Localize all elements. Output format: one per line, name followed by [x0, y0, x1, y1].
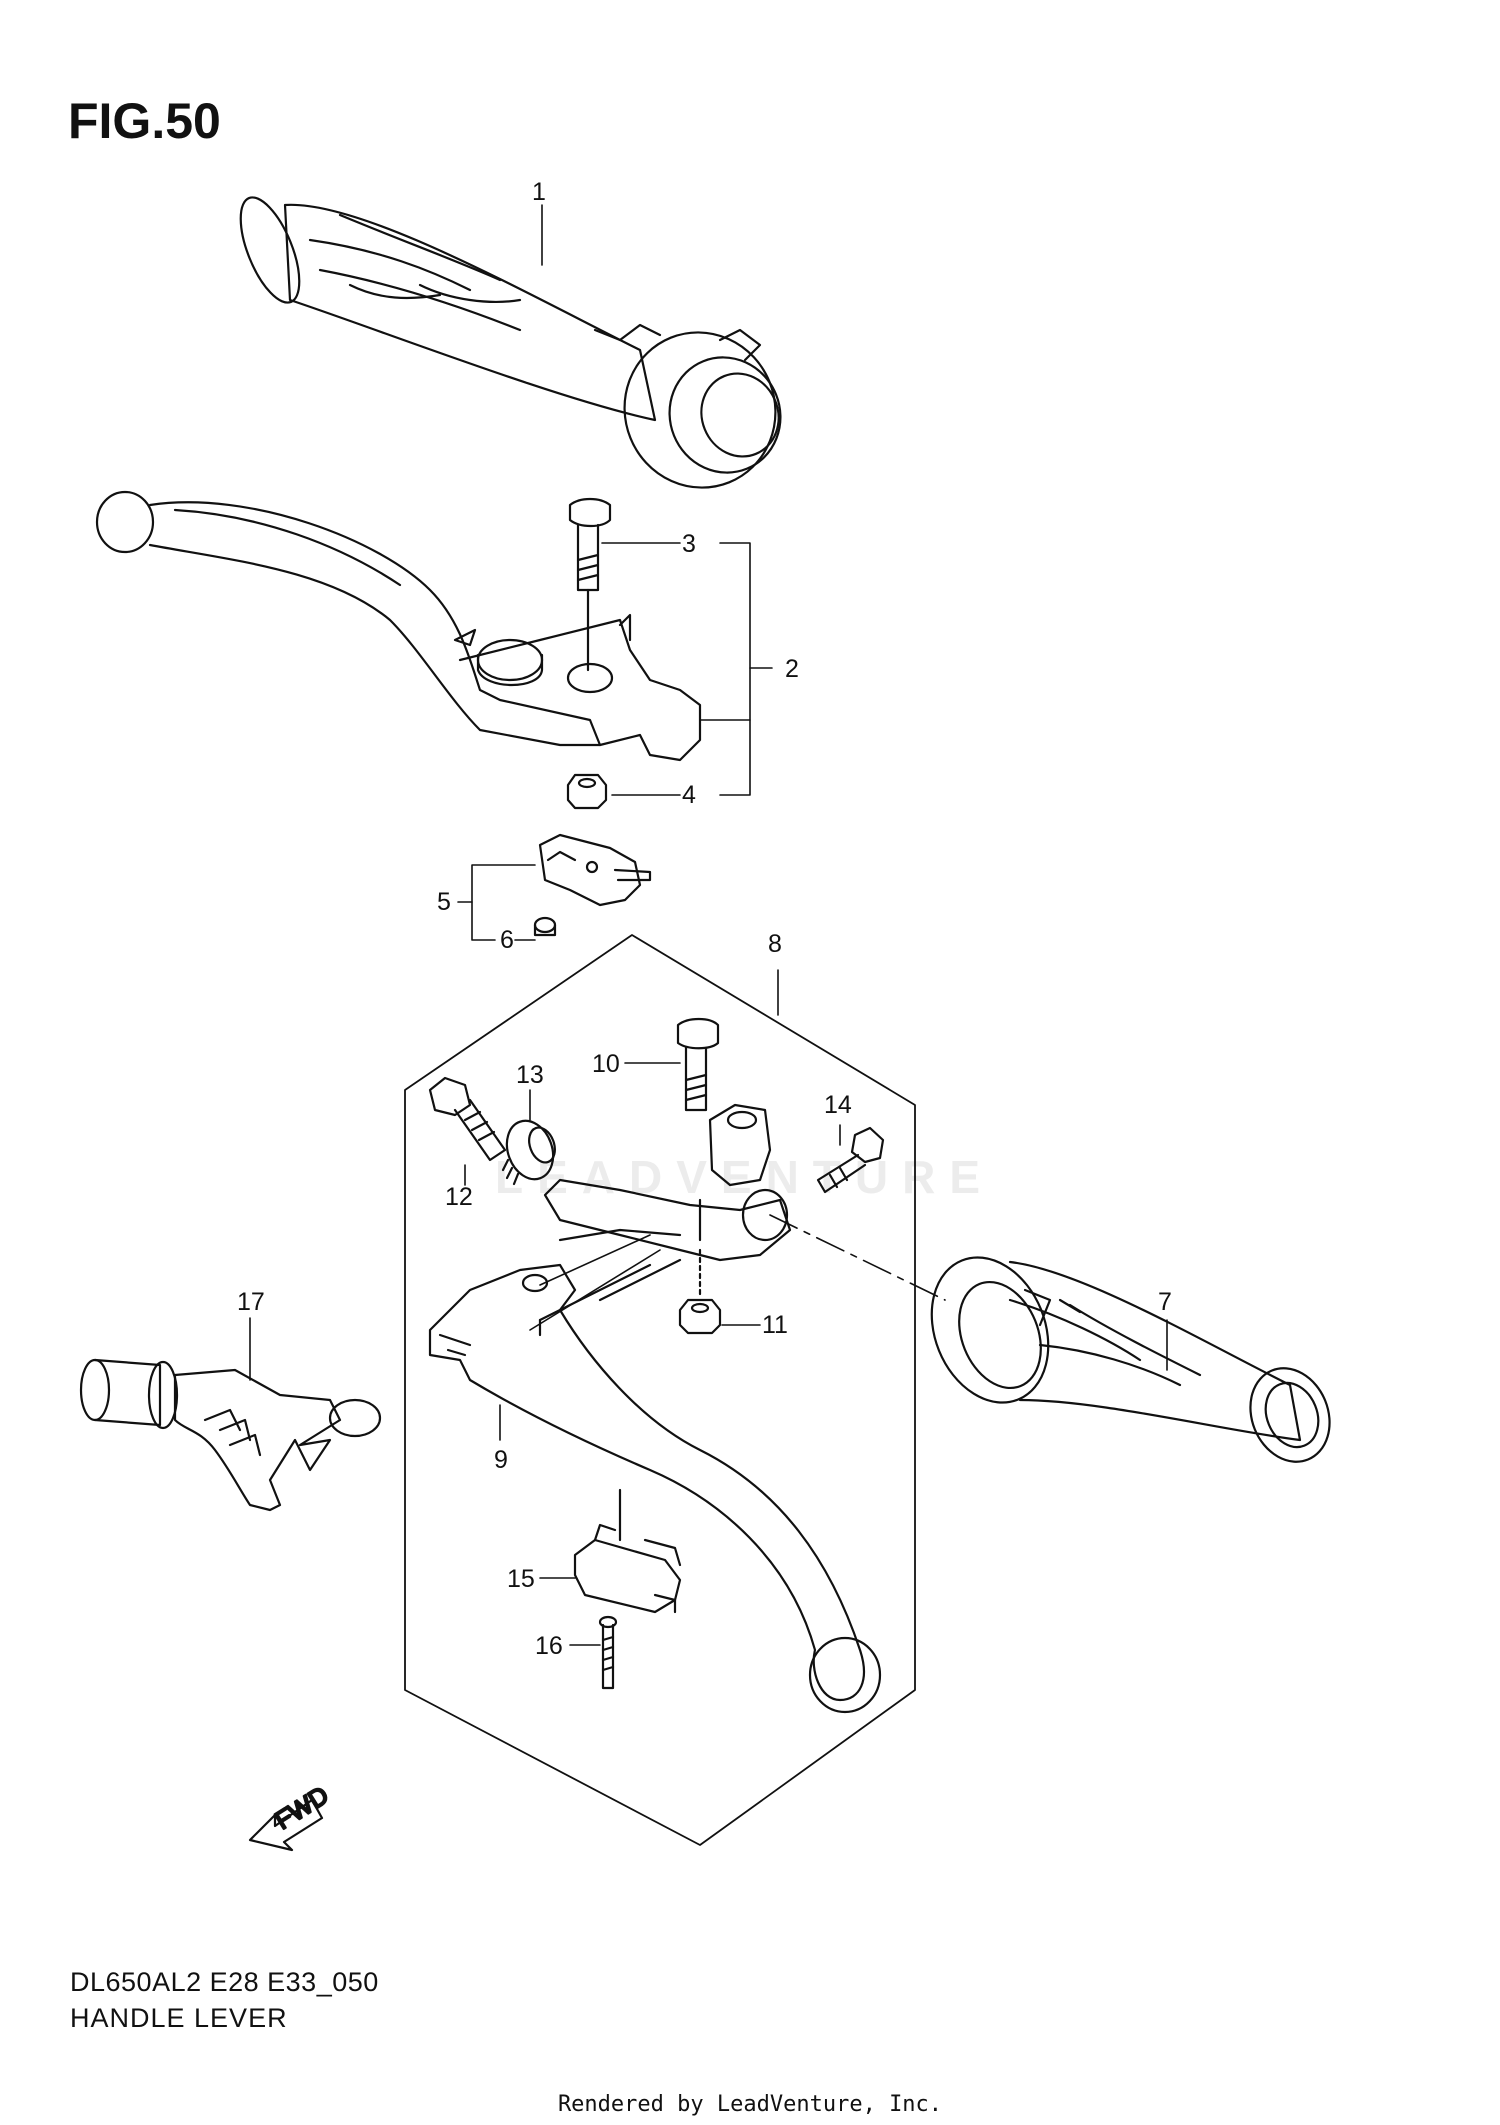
part-8-clutch-assembly-outline	[404, 934, 916, 1846]
part-5-brake-switch[interactable]	[538, 833, 652, 907]
callout-9: 9	[494, 1446, 508, 1474]
callout-1: 1	[532, 178, 546, 206]
part-14-bolt[interactable]	[816, 1126, 885, 1194]
fwd-arrow-icon	[248, 1798, 324, 1852]
watermark: LEADVENTURE	[495, 1151, 995, 1203]
part-6-screw[interactable]	[533, 916, 557, 937]
callout-2: 2	[785, 655, 799, 683]
callout-10: 10	[592, 1050, 620, 1078]
part-11-nut[interactable]	[678, 1248, 722, 1335]
callout-5: 5	[437, 888, 451, 916]
part-10-pivot-bolt[interactable]	[676, 1017, 720, 1112]
callout-12: 12	[445, 1183, 473, 1211]
callout-11: 11	[762, 1311, 788, 1339]
callout-17: 17	[237, 1288, 265, 1316]
part-13-adjuster-dial[interactable]	[499, 1114, 561, 1186]
part-7-left-grip[interactable]	[911, 1240, 1343, 1474]
leader-lines	[249, 204, 1168, 1646]
part-9-clutch-lever[interactable]	[428, 1258, 882, 1714]
callout-13: 13	[516, 1061, 544, 1089]
callout-3: 3	[682, 530, 696, 558]
part-16-screw[interactable]	[598, 1615, 618, 1690]
callout-4: 4	[682, 781, 696, 809]
callout-16: 16	[535, 1632, 563, 1660]
figure-title: FIG.50	[68, 93, 221, 149]
part-15-clutch-switch[interactable]	[573, 1488, 682, 1614]
model-code: DL650AL2 E28 E33_050	[70, 1967, 379, 1997]
part-3-pivot-bolt[interactable]	[568, 497, 612, 672]
part-12-adjuster-screw[interactable]	[428, 1076, 507, 1162]
render-credit: Rendered by LeadVenture, Inc.	[557, 2092, 943, 2117]
section-title: HANDLE LEVER	[70, 2003, 288, 2033]
callout-7: 7	[1158, 1288, 1172, 1316]
part-1-throttle-grip[interactable]	[229, 190, 799, 511]
callout-6: 6	[500, 926, 514, 954]
callout-15: 15	[507, 1565, 535, 1593]
callout-numbers: 1 2 3 4 5 6 7 8 9 10 11 12 13 14 15 16 1…	[237, 178, 1172, 1660]
part-4-nut[interactable]	[566, 773, 608, 810]
part-17-clutch-cable[interactable]	[79, 1358, 382, 1512]
part-2-brake-lever[interactable]	[95, 490, 702, 762]
callout-14: 14	[824, 1091, 852, 1119]
callout-8: 8	[768, 930, 782, 958]
clutch-perch-bracket[interactable]	[543, 1103, 792, 1262]
